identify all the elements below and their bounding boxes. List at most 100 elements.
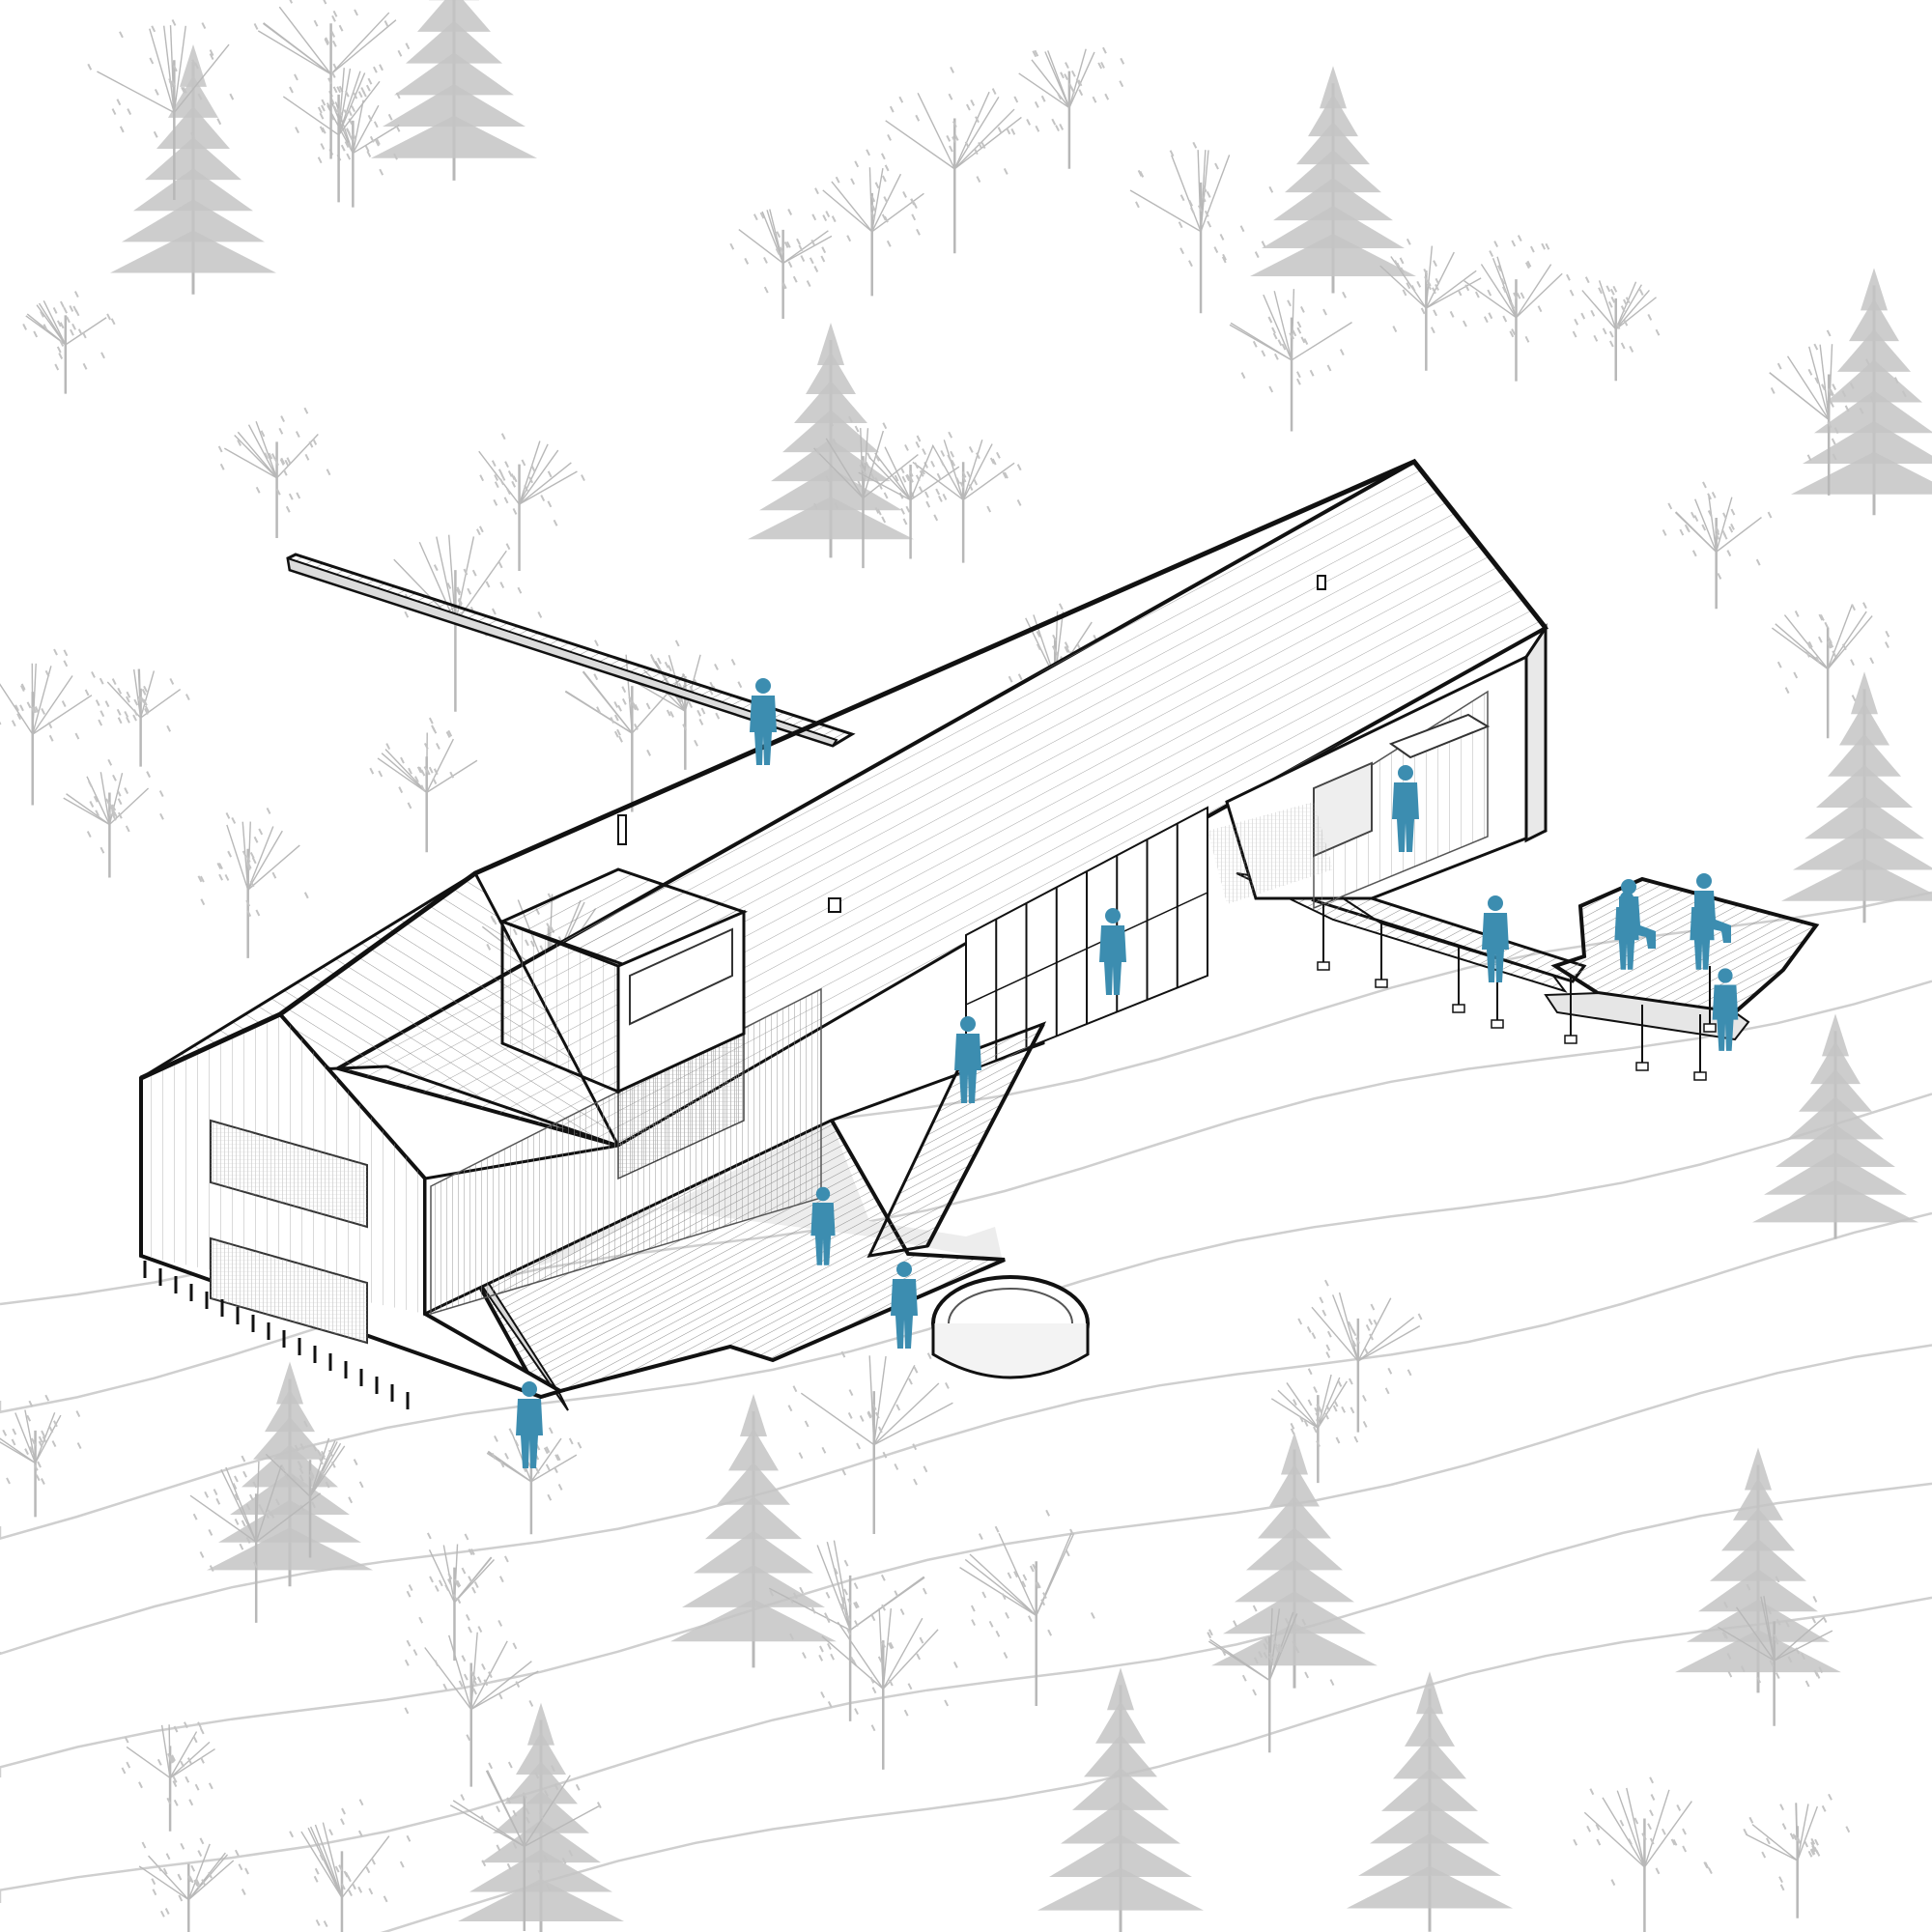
leaf-mark [1201, 195, 1207, 203]
dining-table [1388, 713, 1491, 759]
tree-branch [1338, 1292, 1359, 1362]
leaf-mark [1298, 1415, 1304, 1423]
leaf-mark [278, 427, 284, 435]
leaf-mark [234, 1493, 240, 1501]
person-head [1718, 968, 1733, 983]
person-body [1619, 896, 1656, 949]
conifer-tree [748, 322, 914, 558]
leaf-mark [881, 1604, 886, 1611]
conifer-tier [1308, 94, 1358, 137]
leaf-mark [497, 1620, 503, 1627]
leaf-mark [923, 1465, 928, 1473]
leaf-mark [553, 519, 558, 526]
leaf-mark [35, 1474, 41, 1482]
tree-branch [1317, 1380, 1348, 1429]
leaf-mark [1625, 297, 1631, 304]
deciduous-tree [478, 433, 585, 571]
tree-branch [169, 1731, 198, 1778]
leaf-mark [1348, 1378, 1353, 1385]
leaf-mark [172, 65, 178, 72]
deciduous-tree [802, 1597, 958, 1770]
conifer-tier [1235, 1559, 1354, 1603]
conifer-tier [1791, 451, 1932, 495]
leaf-mark [1679, 528, 1685, 536]
tree-branch [34, 1411, 56, 1463]
tree-branch [309, 1442, 342, 1497]
terrain-contour-lines [0, 891, 1932, 1932]
leaf-mark [1806, 454, 1812, 462]
tree-branch [352, 124, 400, 155]
leaf-mark [835, 176, 840, 184]
leaf-mark [199, 1551, 205, 1558]
leaf-mark [168, 1754, 174, 1762]
leaf-mark [364, 145, 370, 153]
leaf-mark [238, 1863, 243, 1871]
leaf-mark [337, 107, 343, 115]
conifer-tier [1839, 702, 1889, 746]
leaf-mark [40, 310, 44, 318]
leaf-mark [878, 483, 883, 490]
chimney [617, 814, 627, 845]
leaf-mark [69, 304, 74, 312]
leaf-mark [343, 109, 349, 117]
tree-branch [65, 317, 107, 346]
house-building [139, 458, 1820, 1411]
leaf-mark [1370, 1303, 1376, 1311]
leaf-mark [1449, 310, 1455, 318]
deciduous-tree [1379, 238, 1492, 371]
leaf-mark [800, 255, 806, 263]
leaf-mark [1812, 1596, 1818, 1603]
leaf-mark [164, 1908, 170, 1915]
conifer-tier [1273, 178, 1393, 221]
leaf-mark [537, 1869, 543, 1877]
leaf-mark [1051, 118, 1057, 126]
conifer-tree [1211, 1432, 1378, 1689]
leaf-mark [124, 1736, 129, 1744]
leaf-mark [186, 1875, 192, 1883]
leaf-mark [856, 1442, 861, 1450]
leaf-mark [1016, 464, 1022, 471]
conifer-tier [1787, 1096, 1884, 1140]
tree-branch [1774, 1617, 1825, 1662]
roof-vent [1317, 575, 1326, 590]
leaf-mark [1730, 523, 1735, 530]
leaf-mark [1373, 1319, 1378, 1326]
tree-branch [1463, 280, 1517, 319]
leaf-mark [209, 1565, 214, 1573]
conifer-tier [1269, 1463, 1320, 1507]
leaf-mark [1830, 400, 1834, 408]
leaf-mark [870, 1614, 876, 1622]
leaf-mark [779, 246, 784, 254]
leaf-mark [295, 127, 299, 134]
conifer-tier [1037, 1867, 1204, 1911]
leaf-mark [169, 677, 175, 685]
leaf-mark [1350, 1406, 1355, 1414]
tree-branch [882, 1629, 939, 1690]
tree-branch [1068, 51, 1095, 108]
leaf-mark [910, 198, 916, 206]
leaf-mark [467, 587, 472, 595]
leaf-mark [81, 331, 87, 339]
leaf-mark [304, 453, 310, 461]
leaf-mark [1424, 275, 1429, 283]
leaf-mark [530, 465, 536, 472]
leaf-mark [945, 1382, 950, 1389]
deciduous-tree [857, 435, 965, 559]
leaf-mark [1303, 1420, 1309, 1427]
leaf-mark [854, 425, 860, 433]
leaf-mark [106, 313, 111, 321]
conifer-tier [1358, 1833, 1501, 1876]
leaf-mark [528, 476, 534, 484]
leaf-mark [825, 211, 831, 218]
leaf-mark [1804, 1680, 1810, 1688]
leaf-mark [1322, 308, 1327, 316]
conifer-tier [516, 1732, 566, 1776]
tree-branch [1379, 265, 1427, 309]
leaf-mark [112, 774, 117, 781]
leaf-mark [966, 103, 971, 111]
conifer-tier [794, 381, 867, 424]
leaf-mark [340, 1818, 345, 1826]
tree-branch [282, 96, 339, 136]
leaf-mark [1306, 1325, 1312, 1333]
leaf-mark [494, 474, 499, 481]
